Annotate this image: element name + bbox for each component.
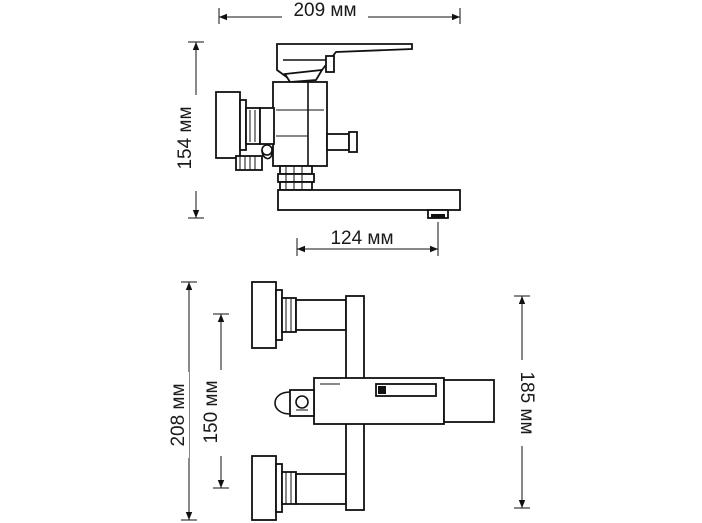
side-view: 209 мм 154 мм	[175, 0, 461, 256]
dimension-bottom-center-distance: 150 мм	[200, 313, 229, 489]
connection-nut	[235, 107, 275, 171]
dimension-label-bottom-total-height: 208 мм	[168, 383, 189, 446]
dimension-label-top-width: 209 мм	[293, 0, 356, 21]
cartridge-block	[313, 377, 495, 425]
mixer-body	[272, 81, 328, 167]
dimension-top-width: 209 мм	[218, 0, 461, 24]
dimension-spout-reach: 124 мм	[296, 222, 439, 256]
spout	[277, 189, 461, 219]
front-diverter	[274, 389, 315, 417]
wall-flange	[215, 91, 261, 159]
dimension-label-spout-reach: 124 мм	[330, 228, 393, 249]
lower-wall-flange	[251, 455, 347, 521]
dimension-bottom-total-height: 208 мм	[167, 281, 197, 521]
lever-handle	[276, 43, 413, 83]
front-view: 208 мм 150 мм	[167, 281, 537, 521]
dimension-label-top-height: 154 мм	[175, 106, 196, 169]
diverter-knob	[326, 131, 358, 153]
dimension-label-bottom-center-distance: 150 мм	[201, 380, 222, 443]
dimension-top-height: 154 мм	[175, 41, 204, 219]
upper-wall-flange	[251, 281, 347, 349]
dimension-label-bottom-right-height: 185 мм	[516, 371, 537, 434]
dimension-bottom-right-height: 185 мм	[508, 295, 537, 509]
threaded-coupling	[277, 165, 315, 191]
